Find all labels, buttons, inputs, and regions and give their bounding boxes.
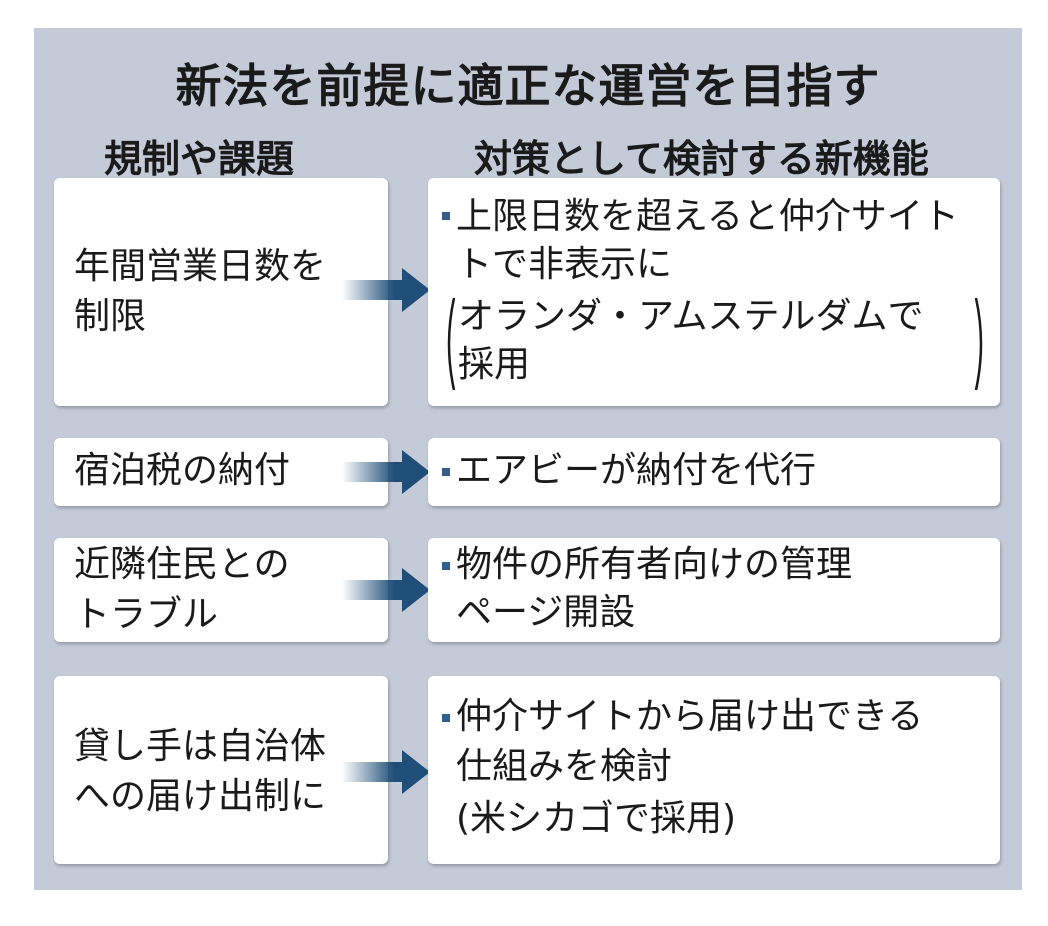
arrow-right-icon — [342, 450, 430, 494]
measure-box-4: 仲介サイトから届け出できる 仕組みを検討 (米シカゴで採用) — [428, 676, 1000, 864]
issue-box-1: 年間営業日数を 制限 — [54, 178, 388, 406]
measure-note-1-2: 採用 — [458, 344, 531, 385]
issue-text-4: 貸し手は自治体 への届け出制に — [74, 726, 327, 817]
measure-line-2-1: エアビーが納付を代行 — [456, 450, 817, 491]
issue-text-2: 宿泊税の納付 — [74, 450, 291, 491]
right-bracket-icon — [974, 297, 983, 391]
measure-line-1-2: トで非表示に — [456, 244, 673, 285]
arrow-right-icon — [342, 268, 430, 312]
arrow-right-icon — [342, 750, 430, 794]
arrow-right-icon — [342, 568, 430, 612]
measure-line-3-2: ページ開設 — [456, 592, 636, 633]
issue-box-3: 近隣住民との トラブル — [54, 538, 388, 642]
measure-line-4-2: 仕組みを検討 — [456, 746, 673, 787]
bullet-icon — [442, 714, 450, 722]
diagram-panel: 新法を前提に適正な運営を目指す 規制や課題 対策として検討する新機能 年間営業日… — [34, 28, 1022, 890]
issue-box-4: 貸し手は自治体 への届け出制に — [54, 676, 388, 864]
column-header-issues: 規制や課題 — [104, 137, 295, 181]
bullet-icon — [442, 468, 450, 476]
issue-box-2: 宿泊税の納付 — [54, 438, 388, 506]
bullet-icon — [442, 562, 450, 570]
issue-text-3: 近隣住民との トラブル — [74, 544, 290, 635]
measure-line-1-1: 上限日数を超えると仲介サイト — [456, 196, 959, 237]
measure-box-2: エアビーが納付を代行 — [428, 438, 1000, 506]
diagram-title: 新法を前提に適正な運営を目指す — [175, 59, 881, 113]
measure-box-3: 物件の所有者向けの管理 ページ開設 — [428, 538, 1000, 642]
measure-line-3-1: 物件の所有者向けの管理 — [456, 544, 853, 585]
bullet-icon — [442, 212, 450, 220]
measure-box-1: 上限日数を超えると仲介サイト トで非表示に オランダ・アムステルダムで 採用 — [428, 178, 1000, 406]
measure-line-4-1: 仲介サイトから届け出できる — [456, 696, 924, 737]
left-bracket-icon — [447, 297, 456, 391]
measure-note-1-1: オランダ・アムステルダムで — [458, 296, 924, 337]
measure-line-4-3: (米シカゴで採用) — [456, 798, 737, 839]
issue-text-1: 年間営業日数を 制限 — [74, 246, 327, 337]
column-header-measures: 対策として検討する新機能 — [474, 137, 929, 181]
